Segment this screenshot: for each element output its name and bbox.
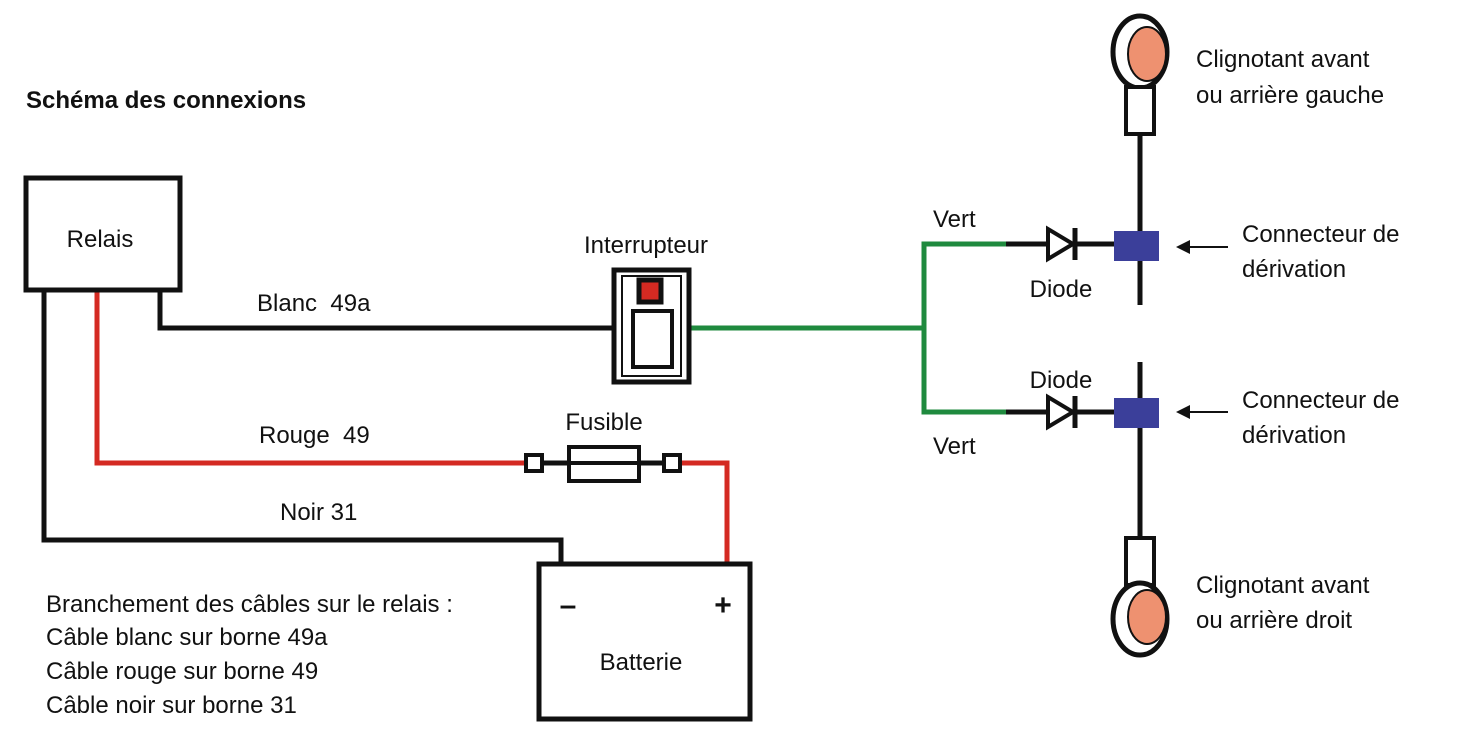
notes-line-1: Branchement des câbles sur le relais : (46, 591, 453, 618)
diode-bottom-symbol (1046, 393, 1077, 431)
lamp-bottom-bulb-icon (1127, 589, 1167, 645)
notes-line-3: Câble rouge sur borne 49 (46, 658, 318, 685)
battery-plus-sign: + (714, 589, 732, 622)
notes-line-2: Câble blanc sur borne 49a (46, 624, 328, 651)
lamp-top-socket (1124, 85, 1156, 136)
arrow-bottom-icon (1176, 405, 1190, 419)
red-wire-49 (94, 290, 526, 466)
white-wire-label: Blanc 49a (257, 290, 371, 317)
connector-top-label-line2: dérivation (1242, 256, 1346, 283)
notes-line-4: Câble noir sur borne 31 (46, 692, 297, 719)
lamp-top-bulb-icon (1127, 26, 1167, 82)
connector-bottom-label-line2: dérivation (1242, 422, 1346, 449)
fuse-terminal-right (662, 453, 682, 473)
fuse-label: Fusible (565, 409, 642, 436)
green-wire-bottom-label: Vert (933, 433, 976, 460)
diode-top-label: Diode (1030, 276, 1093, 303)
battery-box (536, 561, 753, 722)
connector-bottom-label-line1: Connecteur de (1242, 387, 1399, 414)
relay-label: Relais (67, 226, 134, 253)
diode-bottom-label: Diode (1030, 367, 1093, 394)
connector-top (1114, 231, 1159, 261)
white-wire-49a (157, 290, 614, 331)
black-wire-31 (41, 290, 564, 564)
connector-top-label-line1: Connecteur de (1242, 221, 1399, 248)
green-wire-branch (921, 241, 1006, 415)
switch-rocker (631, 309, 674, 369)
lamp-bottom-label-line2: ou arrière droit (1196, 607, 1352, 634)
diode-top-symbol (1046, 225, 1077, 263)
battery-minus-sign: – (560, 589, 577, 622)
switch-indicator-light (636, 277, 664, 305)
switch-label: Interrupteur (584, 232, 708, 259)
battery-label: Batterie (600, 649, 683, 676)
lamp-bottom-label-line1: Clignotant avant (1196, 572, 1370, 599)
relay-box (23, 175, 183, 293)
red-wire-label: Rouge 49 (259, 422, 370, 449)
diagram-title: Schéma des connexions (26, 87, 306, 114)
black-wire-label: Noir 31 (280, 499, 357, 526)
fuse-terminal-left (524, 453, 544, 473)
lamp-bottom-socket (1124, 536, 1156, 587)
red-wire-battery (680, 460, 730, 564)
lamp-top-label-line1: Clignotant avant (1196, 46, 1370, 73)
connector-bottom (1114, 398, 1159, 428)
arrow-top-icon (1176, 240, 1190, 254)
green-wire-top-label: Vert (933, 206, 976, 233)
lamp-top-label-line2: ou arrière gauche (1196, 82, 1384, 109)
